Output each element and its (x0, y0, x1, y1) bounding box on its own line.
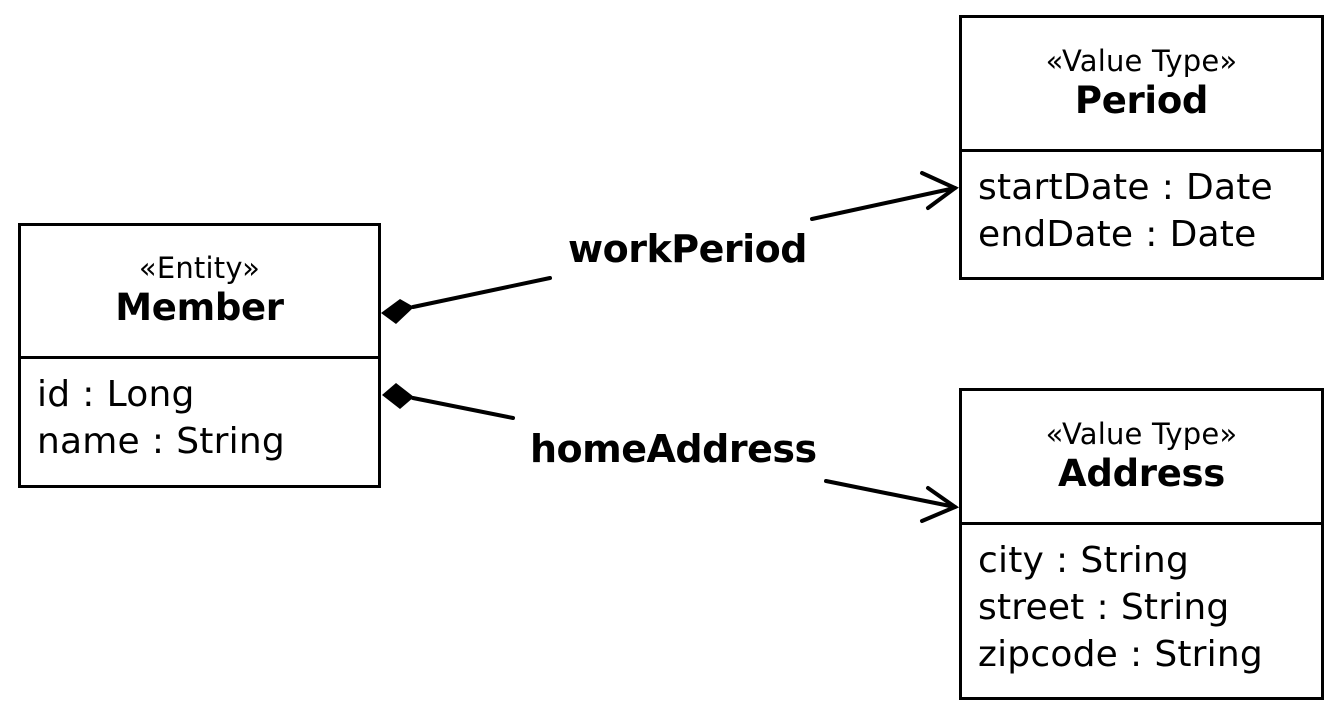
attribute-separator: : (151, 421, 165, 462)
attribute-separator: : (1129, 634, 1143, 675)
attribute-separator: : (82, 374, 95, 415)
member-class[interactable]: «Entity» Member id: Long name: String (18, 223, 381, 488)
period-attribute-start-date: startDate: Date (978, 164, 1321, 211)
address-attribute-city: city: String (978, 537, 1321, 584)
home-address-arrowhead (920, 486, 960, 523)
address-attribute-zipcode: zipcode: String (978, 631, 1321, 678)
attribute-name: endDate (978, 214, 1134, 255)
work-period-composition-diamond (381, 299, 414, 324)
member-stereotype: «Entity» (138, 251, 261, 285)
period-class-header: «Value Type» Period (962, 18, 1321, 152)
period-class[interactable]: «Value Type» Period startDate: Date endDa… (959, 15, 1324, 280)
attribute-name: startDate (978, 167, 1150, 208)
attribute-type: String (1120, 587, 1230, 628)
address-class-header: «Value Type» Address (962, 391, 1321, 525)
home-address-line-segment-2 (824, 479, 957, 509)
attribute-separator: : (1096, 587, 1109, 628)
work-period-line-segment-1 (411, 276, 552, 309)
member-class-name: Member (115, 286, 284, 329)
attribute-separator: : (1161, 167, 1175, 208)
address-attributes: city: String street: String zipcode: String (962, 525, 1321, 678)
work-period-line-segment-2 (810, 186, 957, 221)
period-class-name: Period (1074, 78, 1209, 122)
attribute-separator: : (1056, 540, 1069, 581)
address-class-name: Address (1058, 451, 1225, 495)
member-attributes: id: Long name: String (21, 359, 378, 465)
home-address-line-segment-1 (411, 396, 515, 420)
attribute-type: Date (1186, 167, 1273, 208)
attribute-name: name (37, 421, 140, 462)
attribute-type: Long (106, 374, 195, 415)
member-attribute-id: id: Long (37, 371, 378, 418)
member-class-header: «Entity» Member (21, 226, 378, 359)
attribute-name: street (978, 587, 1085, 628)
attribute-name: city (978, 540, 1045, 581)
period-attributes: startDate: Date endDate: Date (962, 152, 1321, 258)
home-address-label: homeAddress (530, 427, 817, 471)
attribute-name: zipcode (978, 634, 1118, 675)
home-address-composition-diamond (382, 383, 414, 409)
address-class[interactable]: «Value Type» Address city: String street:… (959, 388, 1324, 700)
work-period-arrowhead (920, 171, 959, 210)
attribute-separator: : (1145, 214, 1158, 255)
period-stereotype: «Value Type» (1045, 43, 1238, 78)
work-period-label: workPeriod (568, 227, 807, 271)
period-attribute-end-date: endDate: Date (978, 211, 1321, 258)
attribute-type: Date (1169, 214, 1257, 255)
attribute-type: String (1080, 540, 1189, 581)
member-attribute-name: name: String (37, 418, 378, 465)
attribute-name: id (37, 374, 71, 415)
address-stereotype: «Value Type» (1045, 416, 1238, 451)
address-attribute-street: street: String (978, 584, 1321, 631)
attribute-type: String (176, 421, 285, 462)
attribute-type: String (1154, 634, 1263, 675)
